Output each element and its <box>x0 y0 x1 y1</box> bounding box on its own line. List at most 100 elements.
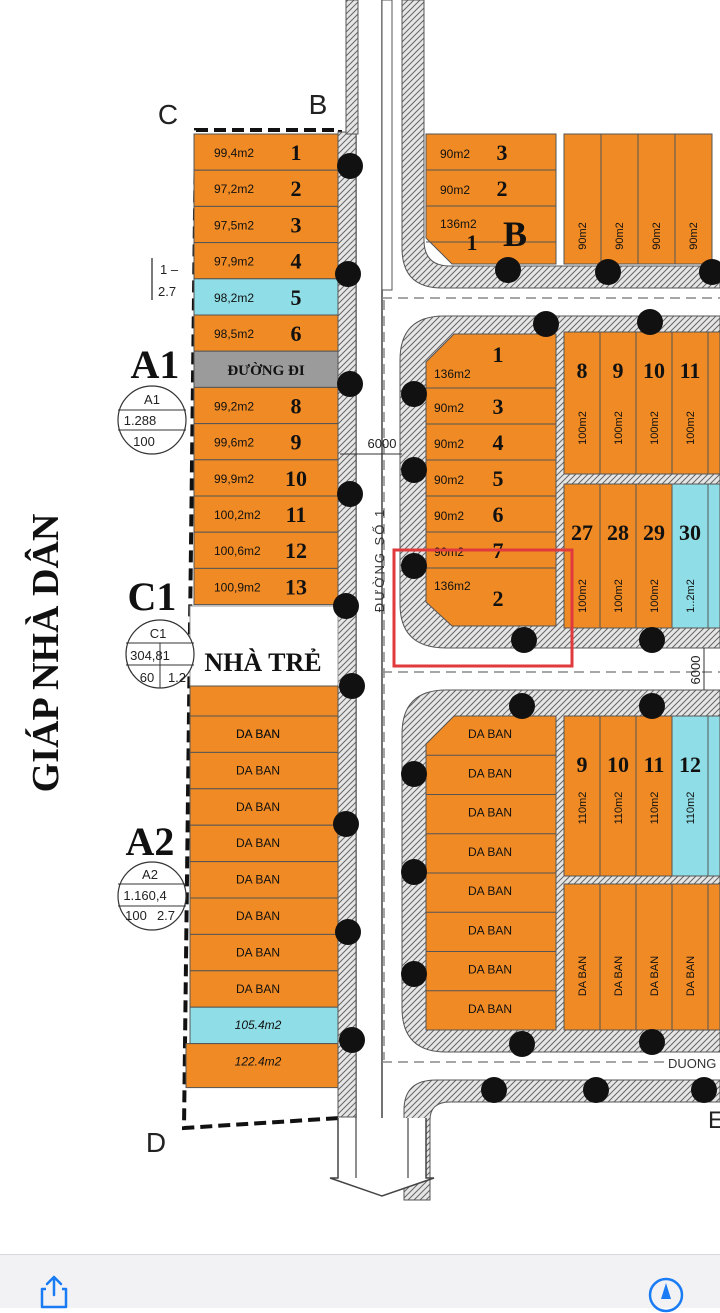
lot-low-label: DA BAN <box>468 923 512 937</box>
share-icon[interactable] <box>36 1273 72 1309</box>
lot-a2-label: DA BAN <box>236 763 280 777</box>
lot-a1-number: 10 <box>285 466 307 491</box>
lot-a1-area: 99,2m2 <box>214 399 254 413</box>
legend-a2-name: A2 <box>142 867 158 882</box>
lot-b-top-vertical <box>563 133 602 265</box>
lot-low-right-top <box>635 715 673 877</box>
lot-low-right-top-area: 110m2 <box>685 792 697 825</box>
lot-mid-right-bottom <box>671 483 709 629</box>
corner-c-label: C <box>158 99 178 130</box>
road-width-label-1: 6000 <box>368 436 397 451</box>
lot-a1-area: 99,4m2 <box>214 146 254 160</box>
lot-low-right-bottom-label: DA BAN <box>685 956 697 996</box>
tree-dot <box>639 693 665 719</box>
lot-a1 <box>193 386 339 425</box>
lot-mid-right-bottom-number: 29 <box>643 520 665 545</box>
legend-c1-name: C1 <box>150 626 167 641</box>
tree-dot <box>511 627 537 653</box>
lot-a1-road-label: ĐƯỜNG ĐI <box>227 362 305 379</box>
lot-mid-right-bottom-area: 1..2m2 <box>685 579 697 613</box>
tree-dot <box>533 311 559 337</box>
lot-mid-right-bottom <box>599 483 637 629</box>
tree-dot <box>509 693 535 719</box>
tree-dot <box>401 457 427 483</box>
legend-c1-pct: 60 <box>140 670 154 685</box>
lot-mid-number: 3 <box>493 394 504 419</box>
lot-mid-number: 5 <box>493 466 504 491</box>
tree-dot <box>639 1029 665 1055</box>
lot-mid-right-top-number: 11 <box>680 358 701 383</box>
lot-mid-right-top-area: 100m2 <box>613 411 625 445</box>
tree-dot <box>335 919 361 945</box>
lot-b-top-vertical-area: 90m2 <box>614 222 626 250</box>
block-a2-label: A2 <box>126 819 175 864</box>
markup-icon[interactable] <box>646 1273 686 1313</box>
lot-mid-right-top-area: 100m2 <box>649 411 661 445</box>
tree-dot <box>583 1077 609 1103</box>
legend-c1: C1 304,81 60 1.2 <box>125 619 195 689</box>
lot-a1-number: 12 <box>285 538 307 563</box>
lot-low-right-top-area: 110m2 <box>649 792 661 825</box>
lot-a2-label: DA BAN <box>236 836 280 850</box>
tree-markers <box>333 153 720 1103</box>
legend-a2: A2 1.160,4 100 2.7 <box>117 861 187 931</box>
lot-a1-number: 1 <box>291 140 302 165</box>
lot-low-label: DA BAN <box>468 884 512 898</box>
lot-mid-right-top-number: 10 <box>643 358 665 383</box>
corner-d-label: D <box>146 1127 166 1158</box>
block-mid-lots-shape <box>425 333 557 627</box>
lot-a2 <box>189 861 339 899</box>
lot-a1-number: 11 <box>286 502 307 527</box>
tree-dot <box>401 553 427 579</box>
lot-low-right-top-number: 10 <box>607 752 629 777</box>
lot-mid-right-top-area: 100m2 <box>577 411 589 445</box>
lot-a1-number: 3 <box>291 212 302 237</box>
lot-a1-number: 9 <box>291 430 302 455</box>
lot-a2-label: DA BAN <box>236 982 280 996</box>
lot-a2-label: DA BAN <box>236 909 280 923</box>
top-curb-right <box>381 0 393 291</box>
lot-a1-area: 98,5m2 <box>214 327 254 341</box>
lot-low-right-top-number: 11 <box>644 752 665 777</box>
lot-low-right-top-number: 12 <box>679 752 701 777</box>
block-a-boundary <box>181 128 342 1131</box>
block-b-label: B <box>503 214 527 254</box>
lot-a1-area: 100,2m2 <box>214 508 261 522</box>
lot-mid-right-bottom-area: 100m2 <box>577 579 589 613</box>
lot-a1 <box>193 423 339 461</box>
lot-a2 <box>189 933 339 972</box>
lot-mid-area: 90m2 <box>434 473 464 487</box>
lot-mid-area: 90m2 <box>434 437 464 451</box>
lot-a1-area: 98,2m2 <box>214 291 254 305</box>
block-b-top-curb <box>401 0 720 289</box>
lot-low-right-bottom-label: DA BAN <box>577 956 589 996</box>
legend-c1-area: 304,81 <box>130 648 170 663</box>
lot-a1-area: 97,2m2 <box>214 182 254 196</box>
tree-dot <box>495 257 521 283</box>
lot-mid-right-top <box>599 331 637 475</box>
lot-low-label: DA BAN <box>468 845 512 859</box>
main-road <box>356 0 382 1170</box>
legend-c1-floors: 1.2 <box>168 670 186 685</box>
lot-low-label: DA BAN <box>468 806 512 820</box>
lot-a2-label: DA BAN <box>236 800 280 814</box>
lot-low-label: DA BAN <box>468 963 512 977</box>
lot-low-right-bottom <box>635 883 673 1031</box>
lot-low-label: DA BAN <box>468 727 512 741</box>
lot-b-top-area: 90m2 <box>440 183 470 197</box>
lot-low-right-bottom-label: DA BAN <box>649 956 661 996</box>
lot-b-top-area: 90m2 <box>440 147 470 161</box>
tree-dot <box>335 261 361 287</box>
lot-b-top-vertical-area: 90m2 <box>651 222 663 250</box>
tree-dot <box>337 481 363 507</box>
scale-top: 1 – <box>160 262 179 277</box>
lot-mid-right-bottom <box>563 483 601 629</box>
nha-tre-label: NHÀ TRẺ <box>204 648 321 677</box>
tree-dot <box>401 961 427 987</box>
lot-b-top-vertical <box>674 133 713 265</box>
road-name-label: ĐƯỜNG SỐ 1 <box>372 508 387 612</box>
